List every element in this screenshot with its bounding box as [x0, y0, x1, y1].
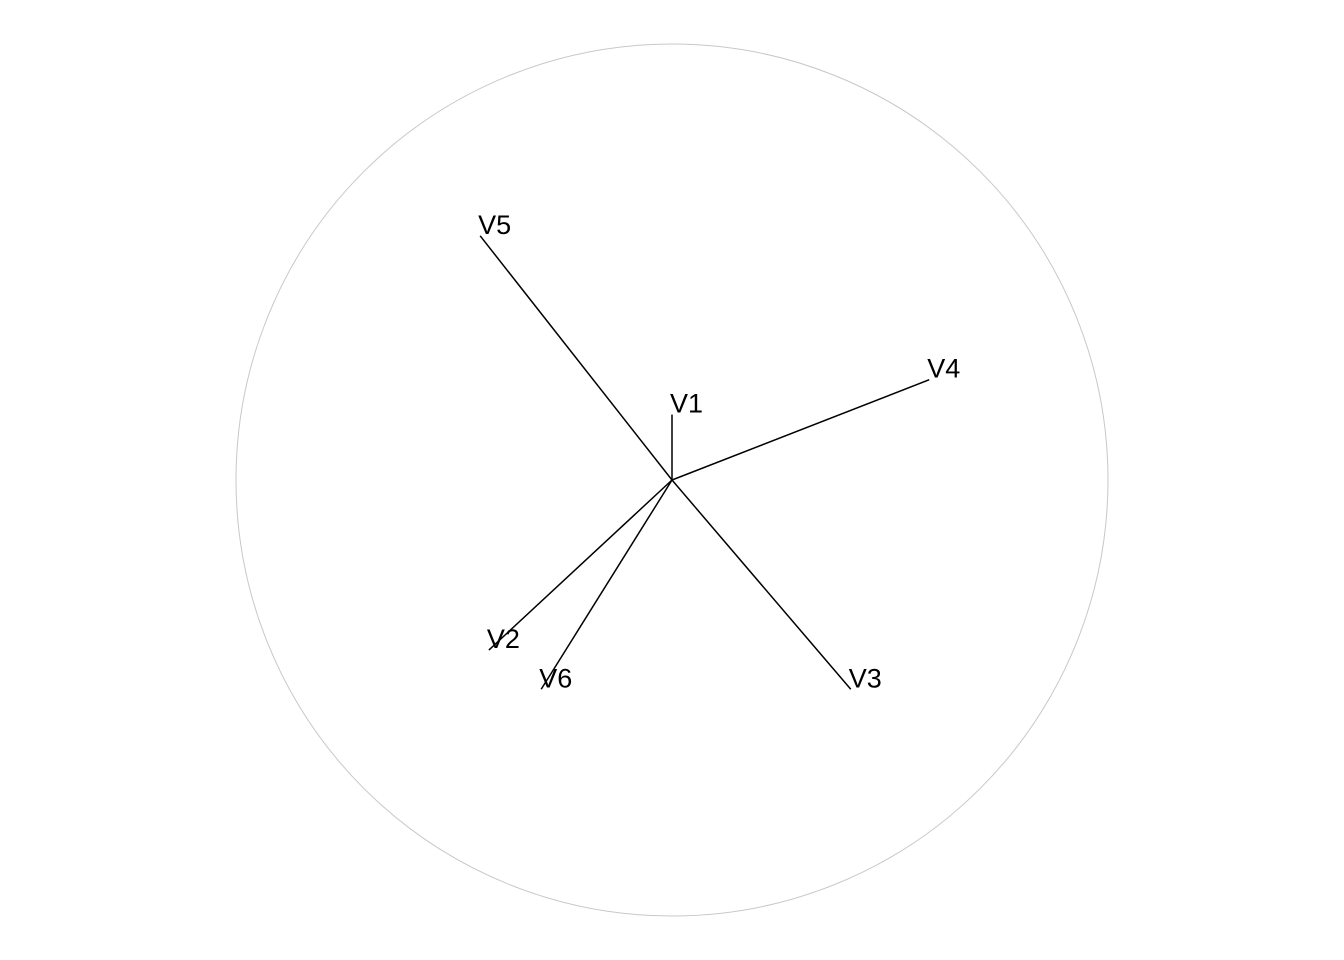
- vector-line-v3: [671, 479, 852, 690]
- vector-label-v5: V5: [478, 210, 511, 240]
- vector-label-v6: V6: [539, 663, 572, 693]
- vector-label-v1: V1: [670, 389, 703, 419]
- vector-label-v2: V2: [487, 624, 520, 654]
- unit-circle: [235, 43, 1109, 917]
- vector-label-v4: V4: [927, 354, 960, 384]
- vector-line-v2: [488, 479, 673, 651]
- vector-line-v5: [479, 235, 673, 481]
- vector-line-v4: [671, 379, 930, 481]
- vectors-layer: [479, 235, 930, 690]
- vector-label-v3: V3: [849, 663, 882, 693]
- vector-line-v6: [540, 479, 673, 690]
